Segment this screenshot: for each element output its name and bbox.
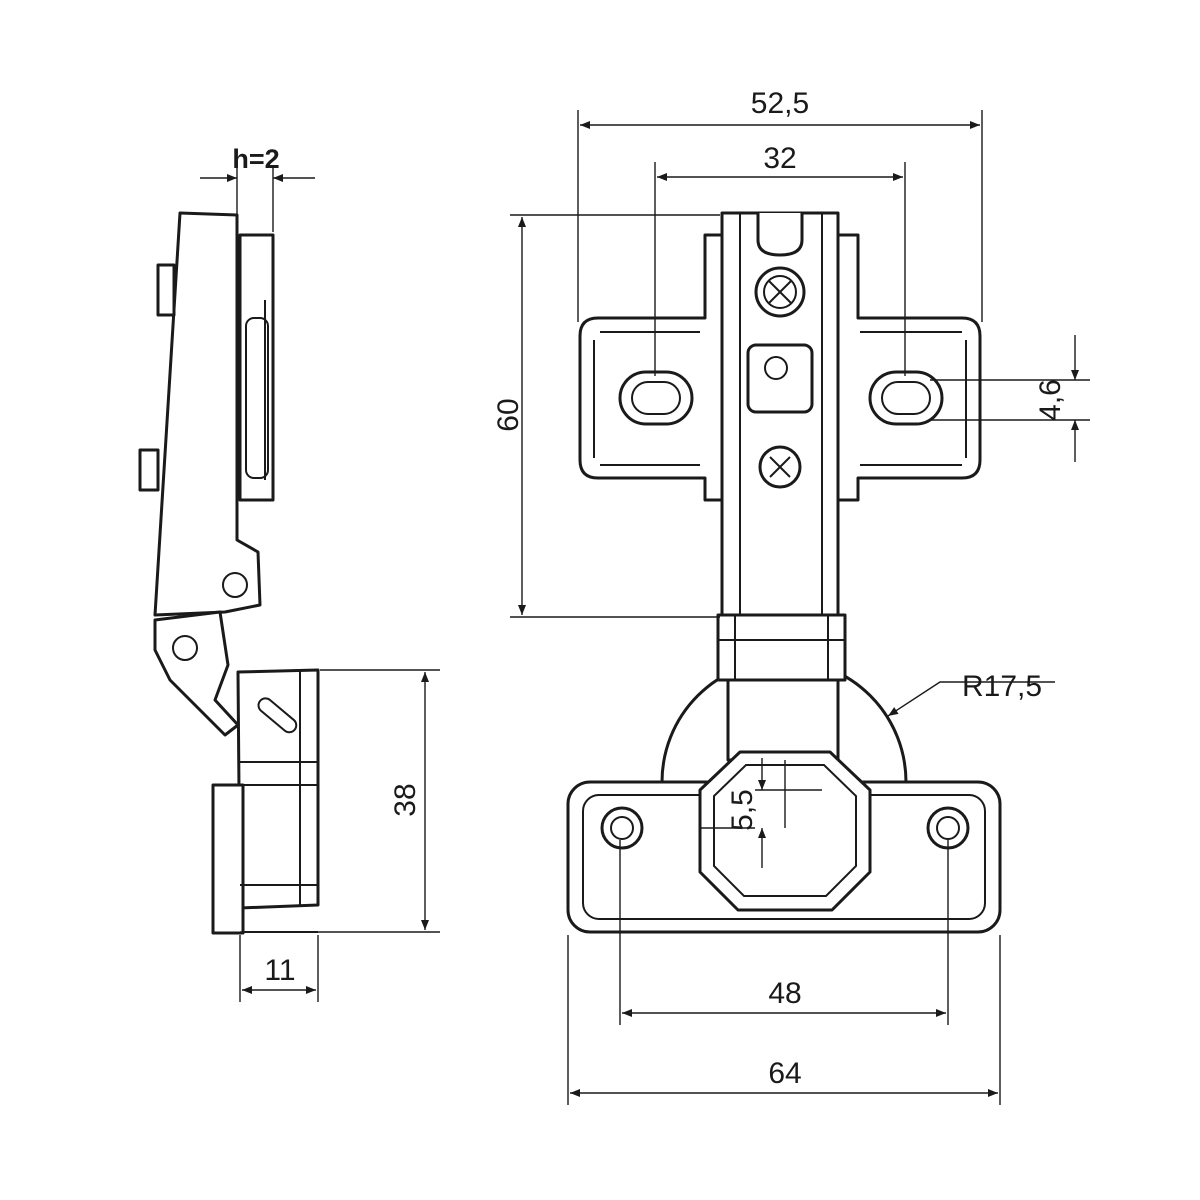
left-base-hole [600, 806, 644, 850]
side-linkage [153, 610, 240, 737]
dim-64-label: 64 [768, 1057, 801, 1090]
dimension-4-6: 4,6 [930, 335, 1090, 462]
side-arm [153, 211, 262, 617]
pivot-block [716, 613, 847, 682]
dim-38-label: 38 [389, 783, 422, 816]
dimension-h: h=2 [200, 144, 315, 232]
dimension-60: 60 [492, 214, 720, 618]
dim-5-5-label: 5,5 [726, 789, 759, 831]
dim-r17-5-label: R17,5 [962, 670, 1042, 703]
dim-52-5-label: 52,5 [751, 87, 809, 120]
dimension-32: 32 [654, 142, 906, 376]
dimension-52-5: 52,5 [577, 87, 983, 322]
dimension-5-5: 5,5 [700, 758, 822, 868]
dim-48-label: 48 [768, 977, 801, 1010]
left-slot [618, 370, 694, 426]
dim-32-label: 32 [763, 142, 796, 175]
cup [698, 750, 872, 912]
dimension-48: 48 [619, 840, 949, 1025]
dimension-11: 11 [239, 935, 319, 1002]
dim-11-label: 11 [264, 954, 295, 987]
side-view [138, 211, 320, 935]
dim-h-label: h=2 [232, 144, 279, 174]
dim-60-label: 60 [492, 398, 525, 431]
dim-4-6-label: 4,6 [1034, 379, 1067, 421]
dimension-38: 38 [240, 669, 440, 933]
arm-slot [756, 213, 804, 257]
front-view [566, 211, 1002, 934]
dimension-r17-5: R17,5 [887, 670, 1055, 717]
dimension-64: 64 [567, 935, 1001, 1105]
